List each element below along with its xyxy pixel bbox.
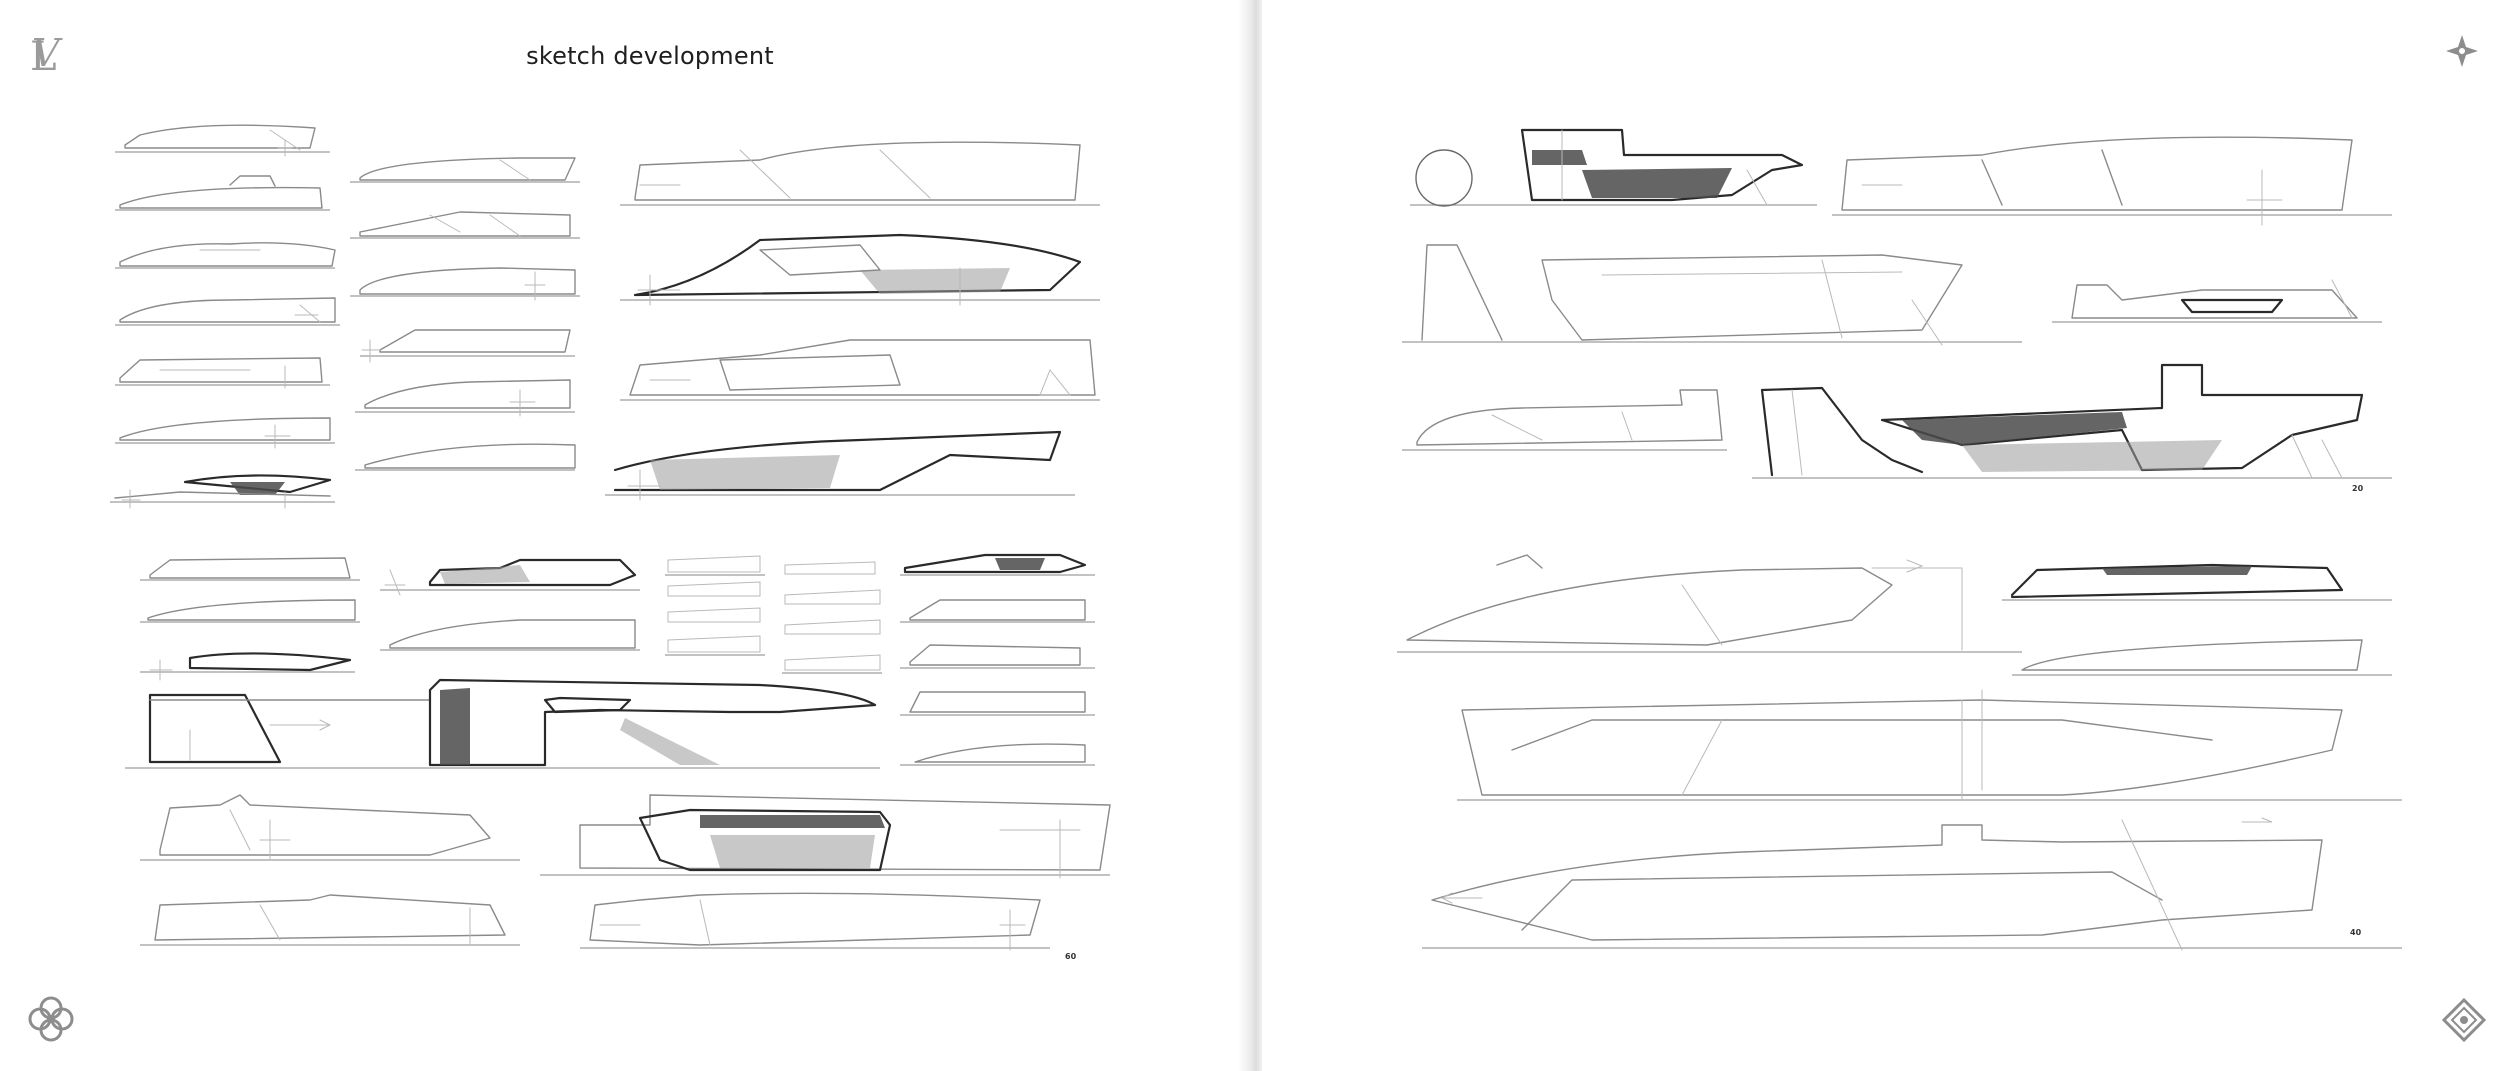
sketch-boat-small-2 [115, 175, 330, 211]
page-title: sketch development [526, 42, 774, 70]
svg-text:L: L [30, 34, 57, 74]
sketch-boat-large-4 [605, 430, 1075, 501]
monogram-diamond-flower-icon [2441, 997, 2487, 1043]
sketch-boat-medium-1 [380, 558, 640, 596]
sketch-boat-small-1 [115, 124, 330, 157]
sketch-boat-small-20 [900, 691, 1095, 716]
sketch-boat-small-13 [355, 443, 576, 471]
sketch-boat-right-4 [2052, 279, 2382, 323]
sketch-boat-right-1 [1410, 128, 1817, 207]
page-number-top: 20 [2352, 484, 2364, 493]
left-page: V L sketch development [28, 30, 1111, 1042]
page-number: 60 [1065, 952, 1077, 961]
sketch-boat-large-2 [620, 233, 1100, 306]
sketch-boat-medium-2 [380, 619, 640, 651]
sketch-boat-small-7 [110, 474, 335, 509]
four-point-star-icon [2445, 34, 2479, 68]
sketch-boat-small-4 [115, 297, 340, 326]
sketch-boat-small-21 [900, 743, 1095, 766]
sketch-boat-right-6 [1397, 554, 2022, 653]
sketch-boat-right-8 [2012, 639, 2392, 676]
sketch-boat-medium-3 [140, 794, 520, 861]
sketch-boat-small-6 [115, 417, 335, 449]
sketch-boat-small-19 [900, 644, 1095, 669]
sketch-boat-medium-4 [140, 894, 520, 946]
sketch-boat-large-1 [620, 141, 1100, 206]
left-sketch-sheet [110, 124, 1111, 951]
sketch-boat-small-16 [140, 652, 355, 681]
right-sketch-sheet [1397, 128, 2402, 951]
sketch-boat-hero-left [125, 678, 880, 769]
right-page: 20 40 [1262, 0, 2500, 1071]
sketch-boat-medium-5 [580, 892, 1050, 951]
lv-monogram-logo-icon: V L [30, 30, 74, 80]
sketch-boat-right-3 [1402, 244, 2022, 346]
sketch-boat-small-15 [140, 599, 360, 623]
page-number-bottom: 40 [2350, 928, 2362, 937]
sketch-boat-small-17 [900, 553, 1095, 576]
sketch-boat-small-11 [360, 329, 575, 363]
sketch-boat-small-14 [140, 557, 360, 581]
sketch-boat-small-3 [115, 242, 336, 269]
sketch-boat-right-2 [1832, 136, 2392, 226]
svg-text:V: V [32, 31, 63, 74]
sketch-thumbnails-grid [665, 555, 882, 674]
sketch-boat-large-3 [620, 339, 1100, 401]
sketch-boat-hero-left-2 [540, 794, 1111, 879]
sketch-boat-right-5 [1402, 389, 1727, 451]
sketch-boat-right-hero [1752, 363, 2392, 479]
monogram-quatrefoil-flower-icon [28, 996, 74, 1042]
sketch-boat-right-10 [1422, 817, 2402, 951]
sketch-boat-right-9 [1457, 689, 2402, 801]
sketch-boat-small-10 [350, 267, 580, 301]
sketch-boat-small-12 [355, 379, 575, 417]
sketch-boat-small-8 [350, 157, 580, 183]
sketch-boat-small-5 [115, 357, 330, 389]
sketch-boat-small-18 [900, 599, 1095, 623]
sketch-boat-small-9 [350, 211, 580, 239]
sketch-boat-right-7 [2002, 563, 2392, 601]
